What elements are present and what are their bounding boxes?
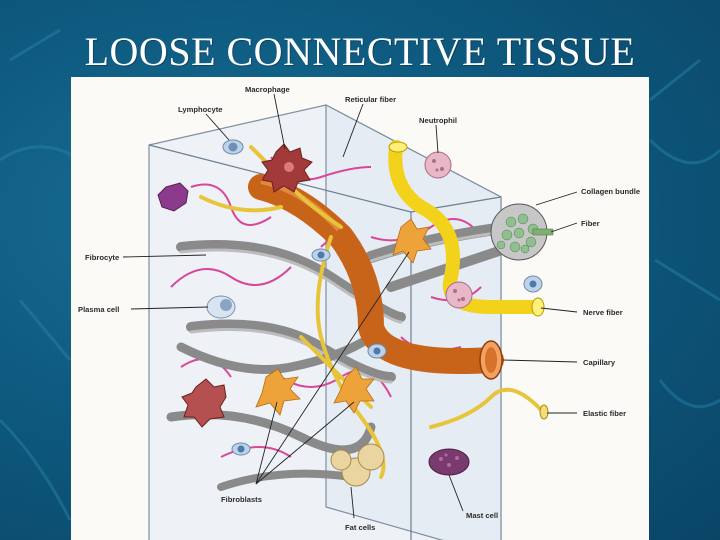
label-fibrocyte: Fibrocyte [85,253,120,262]
slide-title: LOOSE CONNECTIVE TISSUE [84,29,636,74]
macrophage-lower-cell [181,378,227,428]
label-elastic-fiber: Elastic fiber [583,409,627,418]
label-fibroblasts: Fibroblasts [221,495,262,504]
label-lymphocyte: Lymphocyte [178,105,223,114]
fat-cells [330,443,385,487]
macrophage-cell [261,143,313,193]
small-blue-nuclei [237,251,537,453]
label-mast-cell: Mast cell [466,511,499,520]
collagen-bundle-cross-section [490,203,554,261]
fibroblasts [255,218,432,416]
label-nerve-fiber: Nerve fiber [583,308,623,317]
neutrophil-cells [424,151,473,309]
label-leader-lines [122,93,578,519]
purple-cell [157,182,189,212]
plasma-cell [206,295,236,319]
mast-cell [428,448,470,476]
label-reticular-fiber: Reticular fiber [345,95,397,104]
label-neutrophil: Neutrophil [419,116,457,125]
collagen-bundles [166,221,517,491]
label-collagen-bundle: Collagen bundle [581,187,641,196]
lymphocyte-cell [222,139,244,155]
label-macrophage: Macrophage [245,85,290,94]
label-fat-cells: Fat cells [345,523,376,532]
label-plasma-cell: Plasma cell [78,305,120,314]
tissue-illustration [122,93,578,540]
connective-tissue-diagram: Macrophage Lymphocyte Reticular fiber Ne… [71,77,649,540]
label-fiber: Fiber [581,219,600,228]
label-capillary: Capillary [583,358,616,367]
